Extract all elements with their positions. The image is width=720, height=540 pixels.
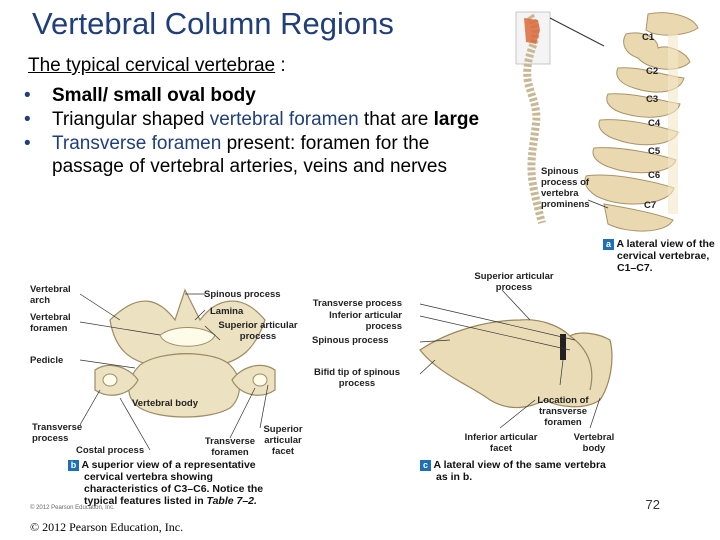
slide-subtitle: The typical cervical vertebrae : [28, 55, 286, 77]
figure-a-caption-3: C1–C7. [617, 262, 653, 274]
figure-c-caption-2: as in b. [436, 471, 473, 483]
label-superior-articular-process-b: Superior articular process [218, 320, 298, 342]
label-superior-articular-facet: Superior articular facet [263, 424, 303, 457]
figure-a-caption-1: A lateral view of the [616, 238, 715, 250]
label-c3: C3 [646, 94, 658, 105]
label-c5: C5 [648, 146, 661, 157]
bullet-dot: • [24, 109, 31, 130]
figure-b-caption-table: Table 7–2. [206, 495, 257, 507]
figure-c-caption-1: A lateral view of the same vertebra [433, 459, 606, 471]
figure-c-illustration [419, 290, 613, 429]
figure-b-caption-4: typical features listed in [84, 495, 207, 507]
figure-c-tag: c [420, 460, 431, 471]
copyright-small: © 2012 Pearson Education, Inc. [30, 505, 115, 511]
label-vertebral-arch: Vertebral arch [30, 284, 71, 306]
label-lamina: Lamina [210, 306, 244, 317]
bullet-2-highlight: vertebral foramen [209, 109, 359, 130]
figure-a-caption-2: cervical vertebrae, [617, 250, 710, 262]
figure-c-caption: c A lateral view of the same vertebra as… [420, 459, 650, 483]
label-inferior-articular-facet: Inferior articular facet [464, 432, 538, 454]
bullet-2-post: that are [358, 109, 434, 130]
figure-b-caption-2: cervical vertebra showing [84, 471, 213, 483]
figure-b-illustration [80, 288, 276, 450]
label-c2: C2 [646, 66, 658, 77]
slide-title: Vertebral Column Regions [32, 6, 394, 41]
figure-a-illustration: C1 C2 C3 C4 C5 C6 C7 [515, 11, 699, 232]
label-pedicle: Pedicle [30, 355, 64, 366]
subtitle-underlined: The typical cervical vertebrae [28, 55, 276, 76]
label-transverse-process-c: Transverse process [312, 298, 402, 309]
figure-b-tag: b [68, 460, 79, 471]
label-transverse-process-b: Transverse process [32, 422, 83, 444]
label-vertebral-body-b: Vertebral body [132, 398, 198, 409]
label-vertebral-foramen: Vertebral foramen [30, 312, 71, 334]
label-inferior-articular-process: Inferior articular process [329, 310, 402, 332]
figure-b-caption-1: A superior view of a representative [81, 459, 256, 471]
bullet-item-3: • Transverse foramen present: foramen fo… [22, 132, 492, 178]
copyright-notice: © 2012 Pearson Education, Inc. [30, 520, 184, 534]
bullet-2-bold: large [433, 109, 480, 130]
label-superior-articular-process-c: Superior articular process [474, 271, 554, 293]
label-costal-process: Costal process [76, 445, 145, 456]
label-bifid-tip: Bifid tip of spinous process [313, 367, 400, 389]
bullet-3-post: present: foramen for the passage of vert… [52, 133, 447, 177]
bullet-dot: • [24, 133, 31, 154]
figure-b-caption-3: characteristics of C3–C6. Notice the [84, 483, 264, 495]
subtitle-colon: : [275, 55, 286, 76]
label-c6: C6 [648, 170, 660, 181]
bullet-item-1: • Small/ small oval body [22, 84, 492, 107]
figure-b-caption: b A superior view of a representative ce… [68, 459, 308, 507]
label-c7: C7 [644, 200, 656, 211]
label-transverse-foramen-b: Transverse foramen [204, 436, 256, 458]
label-c1: C1 [642, 32, 655, 43]
figure-a-caption: a A lateral view of the cervical vertebr… [603, 238, 720, 274]
label-spinous-prominens: Spinous process of vertebra prominens [541, 166, 590, 210]
figure-a-tag: a [603, 239, 614, 250]
label-c4: C4 [648, 118, 661, 129]
bullet-2-pre: Triangular shaped [52, 109, 210, 130]
bullet-3-highlight: Transverse foramen [52, 133, 222, 154]
label-spinous-process-c: Spinous process [312, 335, 389, 346]
label-location-transverse-foramen: Location of transverse foramen [537, 395, 589, 428]
page-number: 72 [645, 497, 660, 512]
bullet-item-2: • Triangular shaped vertebral foramen th… [22, 108, 492, 131]
bullet-list: • Small/ small oval body • Triangular sh… [22, 84, 492, 179]
bullet-1-text: Small/ small oval body [52, 85, 256, 106]
label-spinous-process-b: Spinous process [204, 289, 281, 300]
label-vertebral-body-c: Vertebral body [573, 432, 615, 454]
bullet-dot: • [24, 85, 31, 106]
